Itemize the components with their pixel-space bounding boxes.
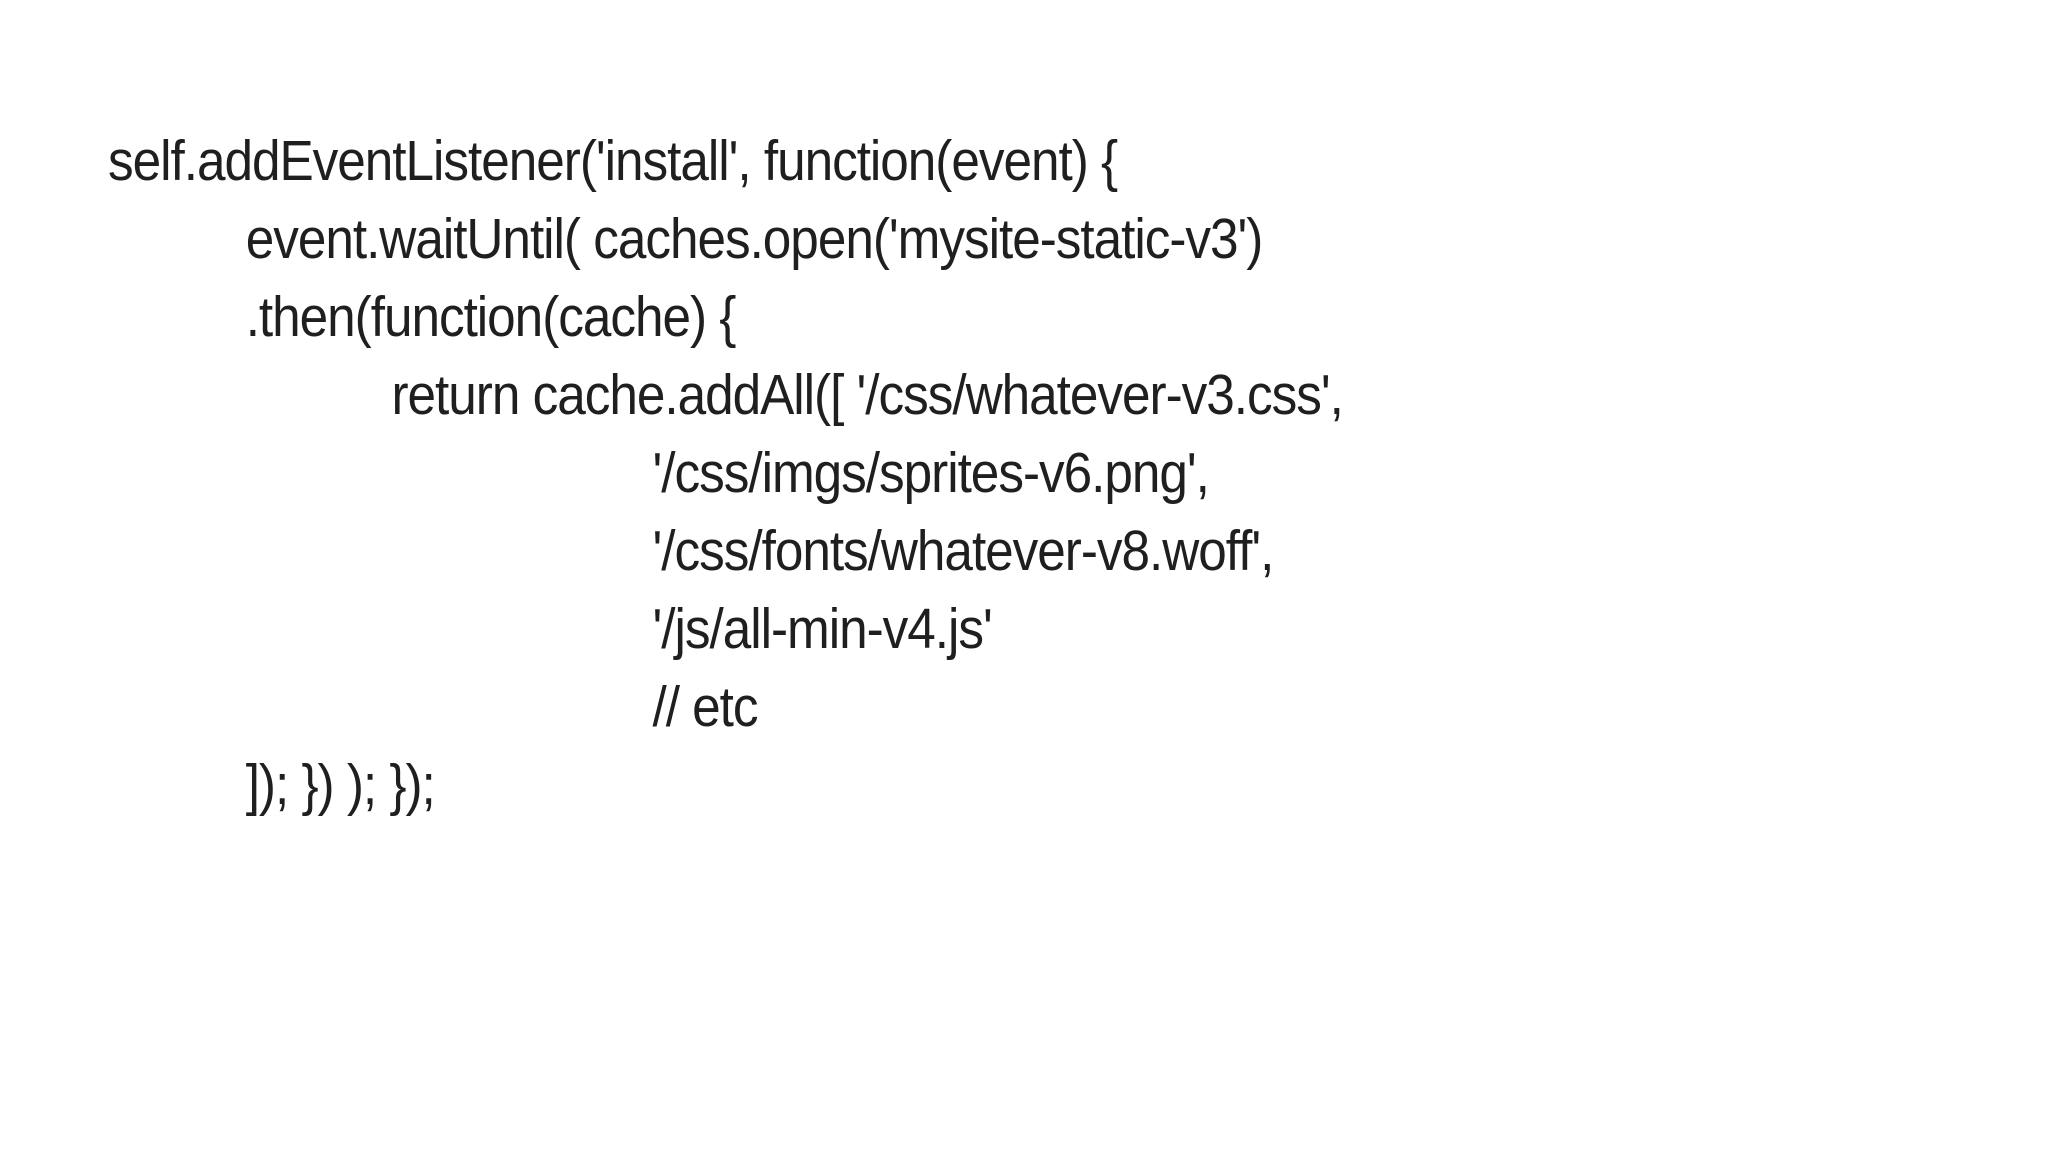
code-line-3: .then(function(cache) {	[245, 285, 737, 349]
code-block: self.addEventListener('install', functio…	[0, 122, 2048, 824]
code-line-7: '/js/all-min-v4.js'	[652, 597, 993, 661]
code-line-2: event.waitUntil( caches.open('mysite-sta…	[245, 207, 1264, 271]
code-line-4: return cache.addAll([ '/css/whatever-v3.…	[391, 363, 1344, 427]
code-line-5: '/css/imgs/sprites-v6.png',	[652, 441, 1210, 505]
code-line-6: '/css/fonts/whatever-v8.woff',	[652, 519, 1275, 583]
code-line-9: ]); }) ); });	[245, 753, 436, 817]
code-line-8: // etc	[652, 675, 759, 739]
code-line-1: self.addEventListener('install', functio…	[108, 129, 1118, 193]
